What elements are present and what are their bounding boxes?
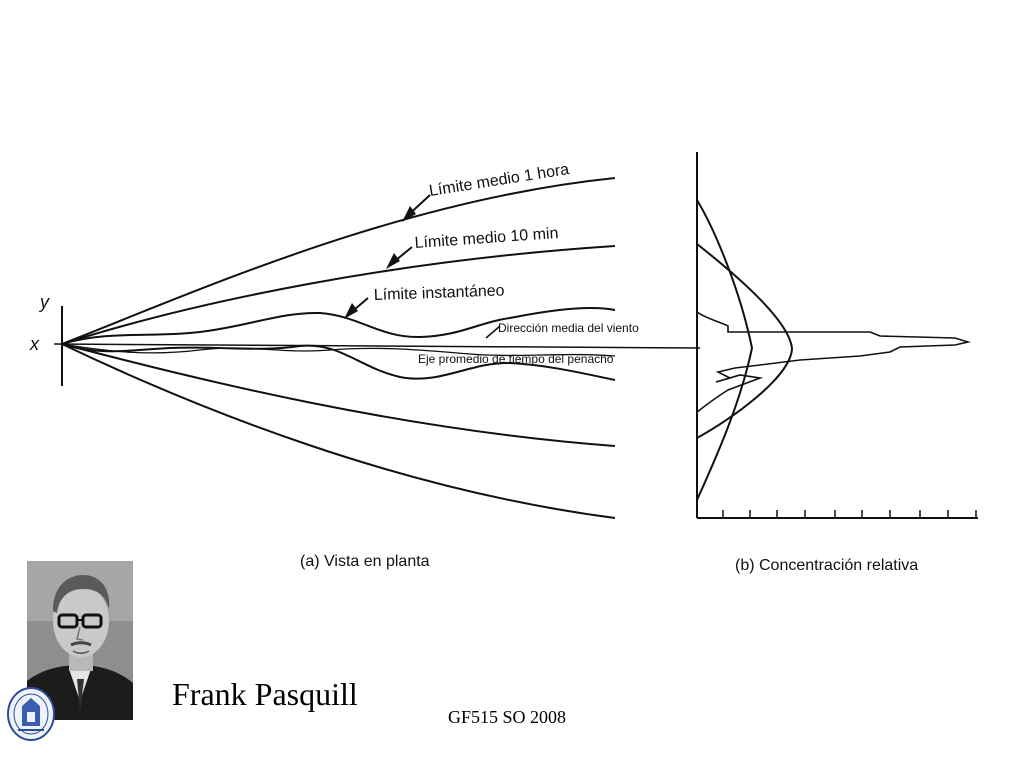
boundary-1h-lower (61, 343, 616, 519)
slide-footer: GF515 SO 2008 (448, 707, 567, 727)
conc-axis-ticks (722, 510, 977, 518)
boundary-10min-upper (61, 245, 616, 345)
label-mean-1h: Límite medio 1 hora (428, 161, 570, 200)
portrait-drawing (27, 561, 133, 720)
boundary-instant-lower (61, 343, 616, 381)
conc-curve-1h (696, 199, 754, 501)
label-instantaneous: Límite instantáneo (374, 282, 505, 304)
boundary-1h-upper (61, 177, 616, 345)
arrowhead-10min (386, 253, 400, 269)
conc-curve-10min (696, 243, 794, 439)
plume-mean-axis (61, 343, 616, 357)
person-name: Frank Pasquill (172, 676, 358, 712)
caption-plan-view: (a) Vista en planta (300, 553, 430, 570)
arrow-wind (485, 325, 501, 339)
label-mean-10min: Límite medio 10 min (414, 225, 559, 252)
x-axis-line (53, 343, 701, 349)
arrowhead-instant (344, 303, 358, 319)
label-mean-wind-direction: Dirección media del viento (498, 321, 639, 335)
x-axis-label: x (29, 334, 40, 354)
conc-curve-instant (696, 311, 972, 413)
boundary-10min-lower (61, 343, 616, 447)
arrowhead-1h (402, 206, 416, 222)
portrait-photo (27, 561, 133, 720)
y-axis-label: y (38, 292, 50, 312)
plan-view-panel (53, 177, 701, 519)
label-plume-axis: Eje promedio de tiempo del penacho (418, 352, 614, 366)
university-seal-icon (6, 686, 56, 742)
caption-relative-concentration: (b) Concentración relativa (735, 557, 918, 574)
concentration-panel (696, 152, 978, 519)
boundary-instant-upper (61, 306, 616, 345)
